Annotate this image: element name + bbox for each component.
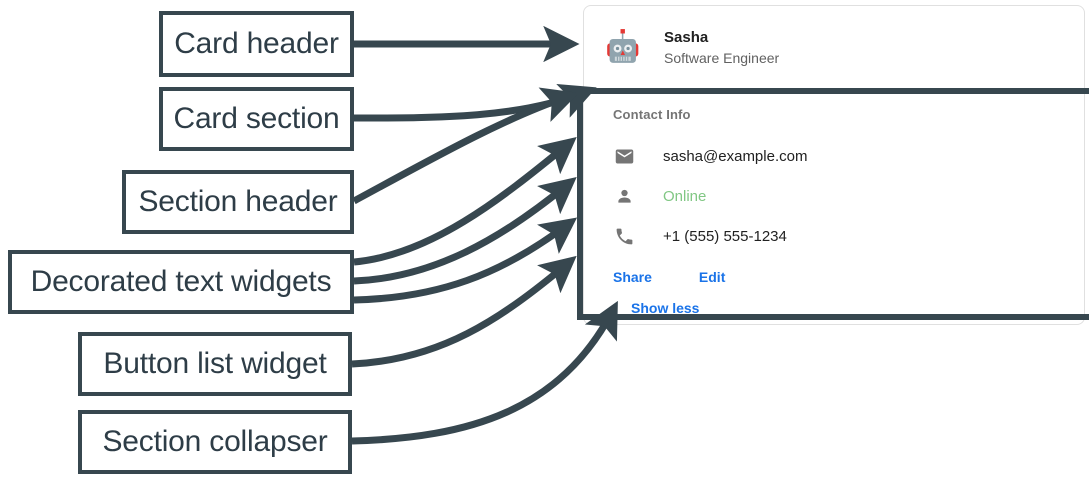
callout-section-collapser-label: Section collapser (102, 425, 328, 458)
callout-button-list-widget-label: Button list widget (103, 347, 327, 380)
phone-icon (613, 225, 635, 247)
callout-button-list-widget: Button list widget (78, 332, 352, 396)
arrow-section-header (352, 87, 579, 205)
callout-card-section-label: Card section (173, 102, 340, 135)
callout-section-collapser: Section collapser (78, 410, 352, 474)
robot-avatar-icon (600, 26, 646, 72)
arrow-button-list (351, 255, 577, 368)
section-header: Contact Info (613, 107, 691, 122)
card-header-text: Sasha Software Engineer (664, 28, 779, 70)
show-less-button[interactable]: Show less (631, 300, 700, 316)
share-button[interactable]: Share (613, 269, 652, 285)
status-value: Online (663, 187, 707, 205)
email-value: sasha@example.com (663, 147, 808, 165)
decorated-text-widget-email: sasha@example.com (613, 136, 1068, 176)
decorated-text-widget-status: Online (613, 176, 1068, 216)
button-list-widget: Share Edit (613, 264, 1068, 290)
callout-section-header-label: Section header (138, 185, 338, 218)
profile-card: Sasha Software Engineer Contact Info sas… (583, 5, 1085, 325)
callout-card-header: Card header (159, 11, 354, 77)
callout-section-header: Section header (122, 170, 354, 234)
card-section: Contact Info sasha@example.com Online (584, 89, 1084, 334)
card-header-title: Sasha (664, 28, 709, 46)
callout-card-section: Card section (159, 87, 354, 151)
callout-decorated-text-widgets: Decorated text widgets (8, 250, 354, 314)
edit-button[interactable]: Edit (698, 269, 726, 285)
arrow-decorated-text-status (353, 177, 577, 285)
phone-value: +1 (555) 555-1234 (663, 227, 787, 245)
arrow-decorated-text-phone (353, 217, 578, 304)
card-header-subtitle: Software Engineer (664, 49, 780, 66)
arrow-section-collapser (351, 300, 618, 445)
card-header: Sasha Software Engineer (584, 6, 1084, 89)
decorated-text-widget-phone: +1 (555) 555-1234 (613, 216, 1068, 256)
callout-decorated-text-widgets-label: Decorated text widgets (30, 265, 332, 298)
person-icon (613, 185, 635, 207)
email-icon (613, 145, 635, 167)
arrow-card-section (353, 83, 597, 122)
section-collapser: Show less (631, 300, 1068, 324)
arrow-decorated-text-email (353, 137, 577, 266)
callout-card-header-label: Card header (174, 27, 339, 60)
